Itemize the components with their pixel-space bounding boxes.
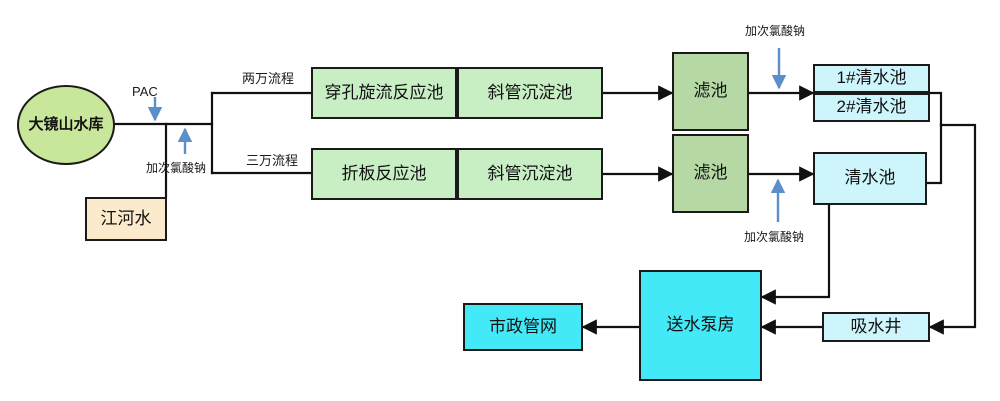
node-clearwell-2-label: 2#清水池 — [836, 97, 907, 117]
edge-clearwell-to-pump — [760, 203, 831, 305]
node-lower-reaction-pool[interactable]: 折板反应池 — [311, 148, 457, 200]
edge-upper-tank-collector — [928, 91, 943, 127]
node-upper-reaction-pool[interactable]: 穿孔旋流反应池 — [311, 67, 457, 119]
node-upper-sedimentation-tank[interactable]: 斜管沉淀池 — [457, 67, 603, 119]
node-upper-sedimentation-tank-label: 斜管沉淀池 — [487, 82, 573, 102]
label-hypochlorite-upper-dose: 加次氯酸钠 — [745, 24, 806, 38]
node-pump-house[interactable]: 送水泵房 — [639, 270, 762, 381]
node-lower-filter-label: 滤池 — [693, 163, 728, 183]
node-upper-reaction-pool-label: 穿孔旋流反应池 — [324, 82, 444, 102]
node-clearwell-main-label: 清水池 — [844, 168, 896, 188]
node-reservoir[interactable]: 大镜山水库 — [17, 85, 115, 165]
label-train-upper: 两万流程 — [242, 71, 295, 86]
node-lower-reaction-pool-label: 折板反应池 — [341, 163, 427, 183]
node-upper-filter-label: 滤池 — [693, 81, 728, 101]
edge-collector-to-suction-well — [928, 123, 977, 335]
node-clearwell-1[interactable]: 1#清水池 — [813, 64, 930, 93]
node-lower-sedimentation-tank-label: 斜管沉淀池 — [487, 163, 573, 183]
node-suction-well-label: 吸水井 — [850, 316, 902, 336]
node-upper-filter[interactable]: 滤池 — [672, 52, 749, 131]
node-suction-well[interactable]: 吸水井 — [822, 312, 930, 342]
label-pac-dose: PAC — [132, 84, 158, 99]
node-clearwell-1-label: 1#清水池 — [836, 68, 907, 88]
label-hypochlorite-lower-dose: 加次氯酸钠 — [744, 230, 805, 244]
node-clearwell-main[interactable]: 清水池 — [813, 152, 927, 205]
node-pump-house-label: 送水泵房 — [666, 315, 735, 335]
node-lower-sedimentation-tank[interactable]: 斜管沉淀池 — [457, 148, 603, 200]
edge-lower-tank-collector — [925, 123, 943, 185]
node-lower-filter[interactable]: 滤池 — [672, 134, 749, 213]
node-reservoir-label: 大镜山水库 — [28, 115, 104, 133]
node-clearwell-2[interactable]: 2#清水池 — [813, 93, 930, 122]
node-river-water-label: 江河水 — [100, 208, 152, 228]
label-train-lower: 三万流程 — [246, 153, 299, 168]
node-municipal-network-label: 市政管网 — [489, 316, 557, 336]
node-river-water[interactable]: 江河水 — [85, 197, 167, 241]
node-municipal-network[interactable]: 市政管网 — [463, 303, 583, 351]
label-hypochlorite-intake-dose: 加次氯酸钠 — [146, 161, 207, 175]
